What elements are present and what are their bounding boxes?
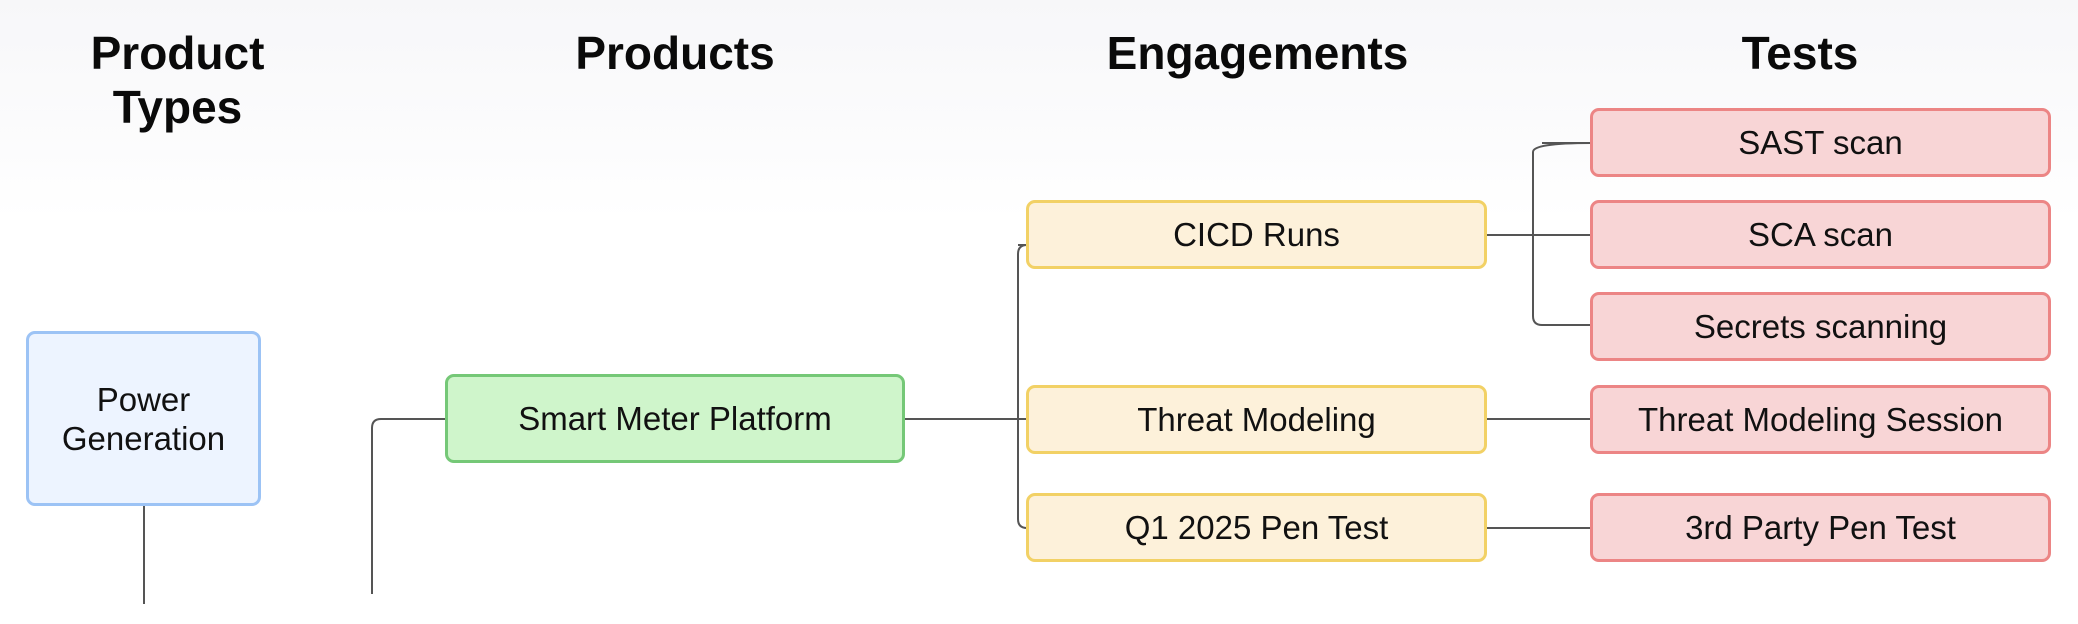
node-secrets-scanning[interactable]: Secrets scanning <box>1590 292 2051 361</box>
node-cicd-runs[interactable]: CICD Runs <box>1026 200 1487 269</box>
node-sast-scan[interactable]: SAST scan <box>1590 108 2051 177</box>
node-smart-meter-platform[interactable]: Smart Meter Platform <box>445 374 905 463</box>
header-product-types: Product Types <box>90 27 265 133</box>
connector-engagement-bracket <box>1017 244 1028 529</box>
connector-to-product <box>371 418 447 594</box>
header-engagements: Engagements <box>1106 27 1409 79</box>
node-third-party-pen-test[interactable]: 3rd Party Pen Test <box>1590 493 2051 562</box>
node-q1-pen-test[interactable]: Q1 2025 Pen Test <box>1026 493 1487 562</box>
header-tests: Tests <box>1741 27 1859 79</box>
node-sca-scan[interactable]: SCA scan <box>1590 200 2051 269</box>
node-threat-modeling[interactable]: Threat Modeling <box>1026 385 1487 454</box>
header-products: Products <box>575 27 775 79</box>
node-power-generation[interactable]: Power Generation <box>26 331 261 506</box>
node-threat-modeling-session[interactable]: Threat Modeling Session <box>1590 385 2051 454</box>
